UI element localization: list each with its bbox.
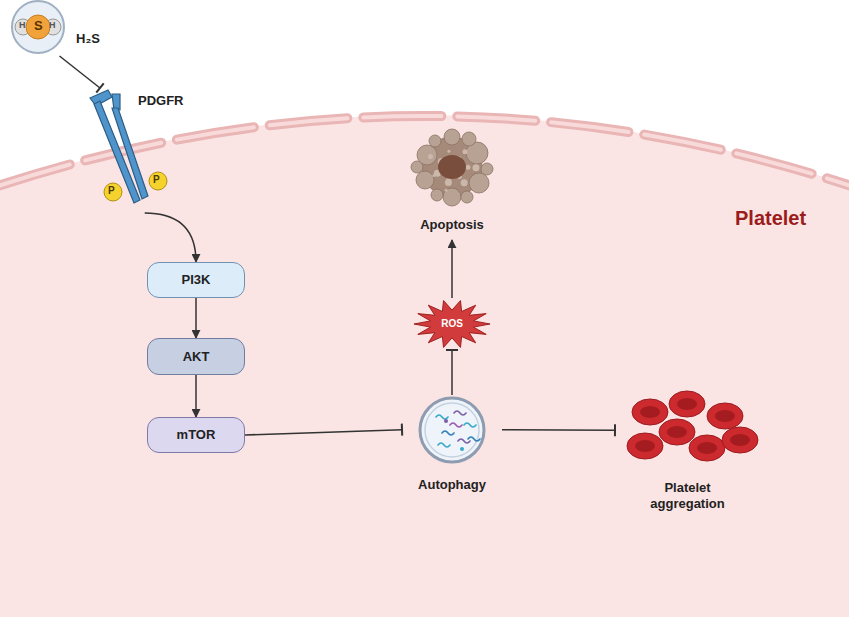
inhibition-arrow	[451, 350, 453, 395]
icon-node: ROS	[412, 298, 492, 350]
phosphate-mark: P	[153, 174, 160, 185]
icon-node: Platelet aggregation	[615, 390, 760, 520]
atom-symbol: H	[49, 20, 56, 30]
process-box: AKT	[147, 338, 245, 375]
icon-node: H₂S	[10, 0, 120, 56]
activation-arrow	[195, 298, 197, 338]
node-icon	[402, 395, 502, 467]
cell-name: Platelet	[735, 207, 806, 230]
phosphate-mark: P	[108, 185, 115, 196]
node-label: Apoptosis	[397, 217, 507, 233]
activation-arrow	[145, 213, 196, 262]
atom-symbol: S	[34, 18, 43, 33]
process-box: mTOR	[147, 417, 245, 453]
node-label: PI3K	[182, 272, 211, 288]
activation-arrow	[451, 240, 453, 298]
node-label: H₂S	[76, 31, 100, 47]
node-icon	[397, 125, 507, 211]
node-label: Autophagy	[402, 477, 502, 493]
node-label: mTOR	[177, 427, 216, 443]
inhibition-arrow	[60, 56, 100, 88]
icon-node: Autophagy	[402, 395, 502, 500]
node-icon	[615, 390, 760, 470]
node-label: ROS	[441, 318, 463, 330]
process-box: PI3K	[147, 262, 245, 298]
atom-symbol: H	[19, 20, 26, 30]
node-label: PDGFR	[138, 93, 184, 109]
node-icon	[10, 0, 120, 56]
node-label: AKT	[183, 349, 210, 365]
cell-cytoplasm	[0, 115, 849, 617]
inhibition-arrow	[245, 430, 402, 435]
node-label: Platelet aggregation	[638, 480, 738, 511]
icon-node: PDGFR	[68, 88, 198, 213]
activation-arrow	[195, 375, 197, 417]
inhibition-arrow	[502, 429, 615, 431]
icon-node: Apoptosis	[397, 125, 507, 240]
